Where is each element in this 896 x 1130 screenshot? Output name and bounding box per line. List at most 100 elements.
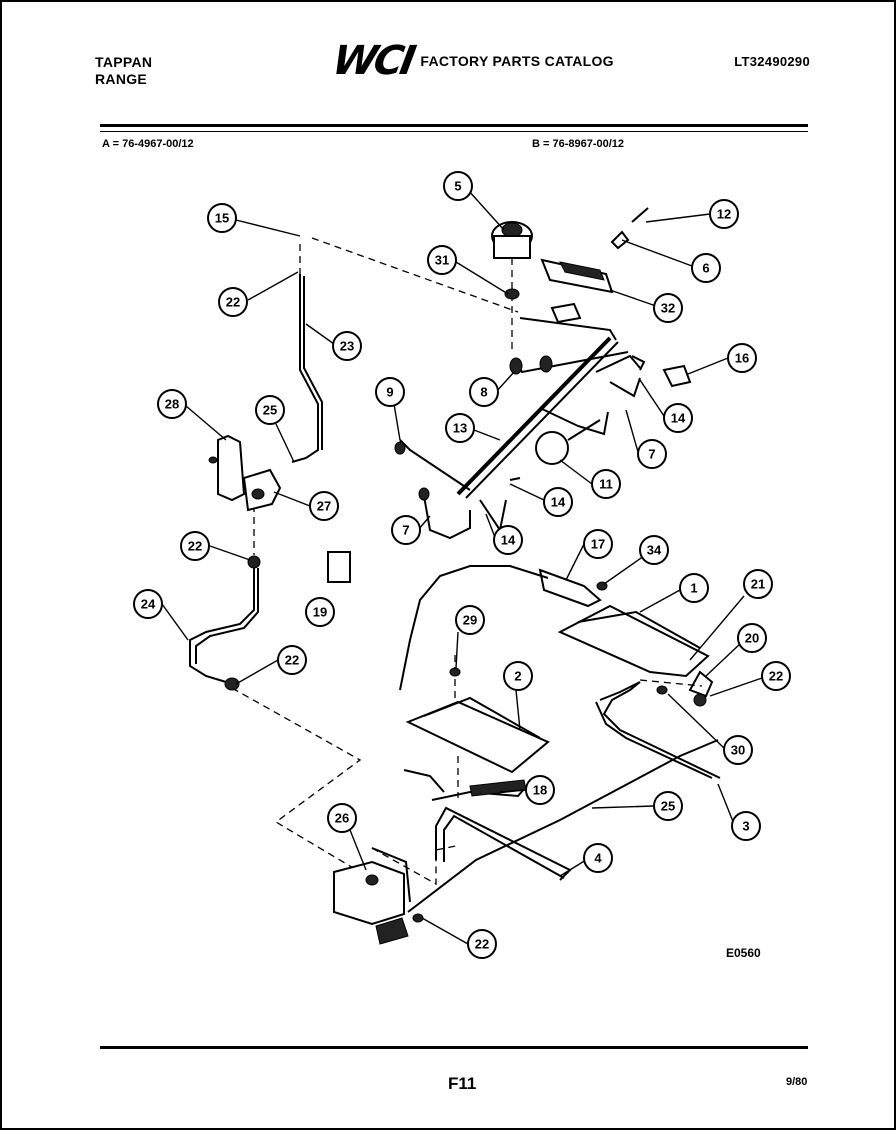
svg-text:22: 22 (475, 937, 489, 952)
svg-text:18: 18 (533, 783, 547, 798)
svg-text:30: 30 (731, 743, 745, 758)
svg-text:22: 22 (188, 539, 202, 554)
svg-text:5: 5 (454, 179, 461, 194)
svg-text:34: 34 (647, 543, 662, 558)
svg-text:22: 22 (769, 669, 783, 684)
svg-text:1: 1 (690, 581, 697, 596)
callout-2: 2 (503, 661, 533, 691)
callout-7b: 7 (391, 515, 421, 545)
product-type: RANGE (95, 71, 148, 87)
callout-11: 11 (591, 469, 621, 499)
svg-text:14: 14 (671, 411, 686, 426)
callout-8: 8 (469, 377, 499, 407)
svg-text:11: 11 (599, 477, 613, 492)
svg-text:32: 32 (661, 301, 675, 316)
variant-b: B = 76-8967-00/12 (532, 138, 625, 150)
callout-32: 32 (653, 293, 683, 323)
callout-1: 1 (679, 573, 709, 603)
callout-13: 13 (445, 413, 475, 443)
callout-9: 9 (375, 377, 405, 407)
assembly-dashed-lines (231, 237, 703, 886)
callout-27: 27 (309, 491, 339, 521)
svg-text:13: 13 (453, 421, 467, 436)
svg-text:31: 31 (435, 253, 449, 268)
svg-text:12: 12 (717, 207, 731, 222)
callout-34: 34 (639, 535, 669, 565)
callout-14b: 14 (543, 487, 573, 517)
variant-a: A = 76-4967-00/12 (102, 138, 194, 150)
svg-text:29: 29 (463, 613, 477, 628)
callout-22b: 22 (180, 531, 210, 561)
svg-text:25: 25 (661, 799, 675, 814)
callout-18: 18 (525, 775, 555, 805)
callout-6: 6 (691, 253, 721, 283)
callout-16: 16 (727, 343, 757, 373)
svg-text:2: 2 (514, 669, 521, 684)
callout-7: 7 (637, 439, 667, 469)
callout-5: 5 (443, 171, 473, 201)
callout-26: 26 (327, 803, 357, 833)
catalog-header: WCI FACTORY PARTS CATALOG (329, 38, 614, 84)
callout-24: 24 (133, 589, 163, 619)
svg-text:16: 16 (735, 351, 749, 366)
diagram-code: E0560 (726, 946, 761, 960)
svg-text:19: 19 (313, 605, 327, 620)
callout-21: 21 (743, 569, 773, 599)
svg-text:7: 7 (402, 523, 409, 538)
svg-text:4: 4 (594, 851, 602, 866)
svg-text:6: 6 (702, 261, 709, 276)
footer-rule (100, 1046, 808, 1049)
callout-23: 23 (332, 331, 362, 361)
callout-30: 30 (723, 735, 753, 765)
callout-25b: 25 (653, 791, 683, 821)
callout-3: 3 (731, 811, 761, 841)
left-valve-assembly (189, 274, 351, 691)
callout-20: 20 (737, 623, 767, 653)
header-rule-thin (100, 131, 808, 132)
revision-date: 9/80 (786, 1076, 808, 1088)
svg-text:26: 26 (335, 811, 349, 826)
svg-text:3: 3 (742, 819, 749, 834)
svg-text:22: 22 (226, 295, 240, 310)
svg-text:27: 27 (317, 499, 331, 514)
svg-text:22: 22 (285, 653, 299, 668)
callout-22e: 22 (761, 661, 791, 691)
callout-22c: 22 (277, 645, 307, 675)
brand-block: TAPPAN RANGE (95, 54, 152, 88)
svg-text:23: 23 (340, 339, 354, 354)
model-number: LT32490290 (734, 54, 810, 69)
top-burner-valve (491, 207, 649, 324)
page-label: F11 (448, 1074, 477, 1093)
burner-assemblies (399, 565, 721, 913)
bottom-oven-valve (333, 847, 424, 945)
callout-15: 15 (207, 203, 237, 233)
callout-31: 31 (427, 245, 457, 275)
svg-text:8: 8 (480, 385, 487, 400)
svg-text:14: 14 (551, 495, 566, 510)
callout-22d: 22 (467, 929, 497, 959)
callout-14c: 14 (493, 525, 523, 555)
svg-text:20: 20 (745, 631, 759, 646)
callout-19: 19 (305, 597, 335, 627)
svg-text:25: 25 (263, 403, 277, 418)
callout-28: 28 (157, 389, 187, 419)
svg-text:21: 21 (751, 577, 765, 592)
header-rule (100, 124, 808, 127)
igniter-wires (394, 377, 641, 540)
svg-text:9: 9 (386, 385, 393, 400)
svg-text:7: 7 (648, 447, 655, 462)
callout-14: 14 (663, 403, 693, 433)
callout-12: 12 (709, 199, 739, 229)
brand-name: TAPPAN (95, 54, 153, 70)
svg-text:14: 14 (501, 533, 516, 548)
svg-text:17: 17 (591, 537, 605, 552)
svg-text:28: 28 (165, 397, 179, 412)
callout-4: 4 (583, 843, 613, 873)
svg-text:15: 15 (215, 211, 229, 226)
callout-29: 29 (455, 605, 485, 635)
callout-25: 25 (255, 395, 285, 425)
callout-17: 17 (583, 529, 613, 559)
svg-text:24: 24 (141, 597, 156, 612)
catalog-title: FACTORY PARTS CATALOG (420, 52, 614, 69)
